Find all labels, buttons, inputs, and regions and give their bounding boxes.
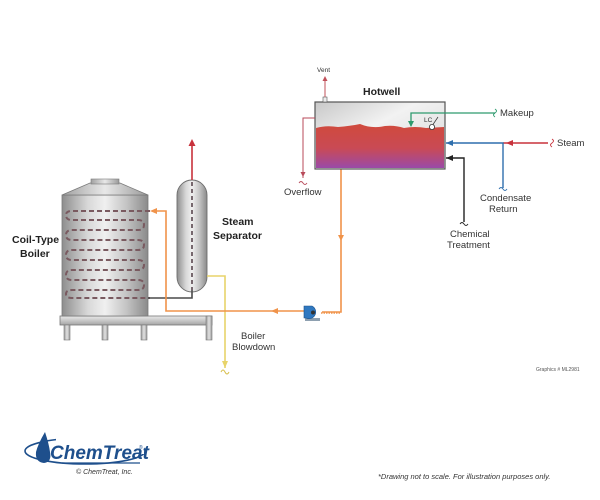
copyright-text: © ChemTreat, Inc.: [76, 468, 133, 476]
chemical-label-line2: Treatment: [447, 240, 490, 251]
level-control-float: [428, 124, 435, 131]
pump-hub: [311, 310, 315, 315]
boiler-leg: [140, 324, 148, 341]
hotwell-label: Hotwell: [363, 86, 400, 98]
coil-type-boiler: [59, 178, 213, 341]
boiler-top-cap: [90, 178, 120, 185]
pump-body: [303, 305, 316, 319]
blowdown-label-line1: Boiler: [241, 331, 265, 342]
condensate-label-line1: Condensate: [480, 193, 531, 204]
separator-label-line2: Separator: [213, 230, 262, 242]
feedwater-to-boiler-pipe: [152, 210, 306, 312]
chemical-label-line1: Chemical: [450, 229, 490, 240]
chemical-arrow: [446, 155, 453, 161]
overflow-break-icon: [298, 181, 308, 185]
blowdown-arrow: [222, 361, 228, 368]
condensate-label-line2: Return: [489, 204, 518, 215]
chemical-break-icon: [459, 222, 469, 226]
hotwell-tank: [314, 96, 446, 170]
feedwater-left-arrow: [271, 308, 278, 314]
steam-outlet-arrow: [188, 139, 196, 146]
coil-to-separator-pipe: [148, 290, 193, 299]
condensate-break-icon: [498, 187, 508, 191]
makeup-break-icon: [493, 108, 497, 118]
makeup-arrow: [408, 121, 414, 127]
logo-drop-icon: [35, 432, 51, 463]
boiler-coil: [64, 210, 150, 299]
steam-arrow: [506, 140, 513, 146]
steam-label: Steam: [557, 138, 585, 149]
feedwater-pipe: [322, 162, 342, 313]
feedwater-down-arrow: [338, 235, 344, 241]
blowdown-label-line2: Blowdown: [232, 342, 275, 353]
overflow-label: Overflow: [284, 187, 322, 198]
makeup-label: Makeup: [500, 108, 534, 119]
blowdown-pipe: [207, 275, 226, 368]
hotwell-water: [316, 124, 444, 168]
steam-break-icon: [550, 138, 554, 148]
vent-label: Vent: [317, 67, 330, 74]
boiler-leg: [205, 315, 213, 341]
boiler-base-rail: [59, 315, 213, 326]
logo-wordmark: ChemTreat: [50, 443, 150, 464]
logo-swoosh-mask: [56, 436, 144, 454]
steam-separator: [176, 179, 208, 293]
boiler-shell: [61, 194, 149, 317]
condensate-pipe: [446, 142, 504, 188]
blowdown-break-icon: [220, 369, 230, 375]
vent-arrow: [322, 76, 328, 81]
graphics-id: Graphics # ML2981: [536, 367, 580, 373]
feedwater-pump: [303, 305, 320, 321]
boiler-leg: [101, 324, 109, 341]
feedwater-into-boiler-arrow: [150, 208, 157, 214]
chemical-pipe: [446, 157, 465, 222]
overflow-pipe: [302, 117, 315, 178]
disclaimer-text: *Drawing not to scale. For illustration …: [378, 472, 550, 481]
boiler-label-line2: Boiler: [20, 248, 50, 260]
level-control-label: LC: [424, 117, 433, 124]
separator-label-line1: Steam: [222, 216, 254, 228]
hotwell-vent-nozzle: [322, 96, 328, 103]
condensate-arrow: [446, 140, 453, 146]
logo-trademark: ®: [139, 444, 143, 451]
boiler-label-line1: Coil-Type: [12, 234, 59, 246]
boiler-leg: [63, 324, 71, 341]
pump-base: [305, 318, 320, 321]
overflow-arrow: [300, 172, 306, 177]
boiler-top: [61, 182, 149, 196]
chemtreat-logo: ChemTreat ®: [24, 432, 150, 465]
